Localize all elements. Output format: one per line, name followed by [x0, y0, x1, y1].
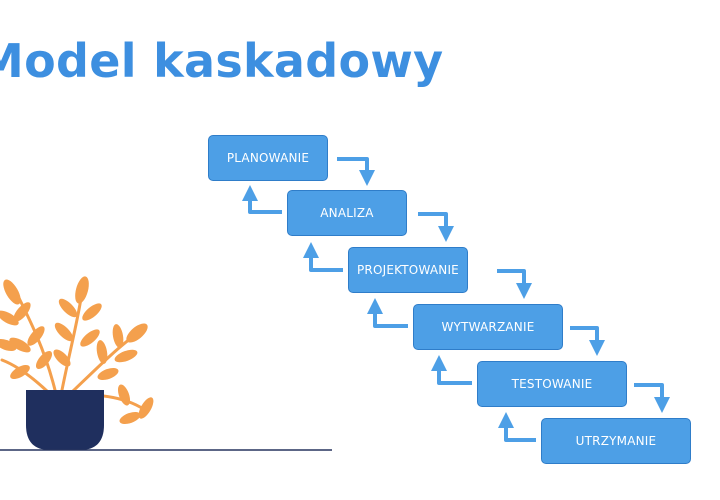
- arrow-down-2: [418, 212, 454, 242]
- arrow-up-4: [431, 355, 472, 385]
- step-wytwarzanie: WYTWARZANIE: [413, 304, 563, 350]
- arrow-down-1: [337, 157, 375, 186]
- step-projektowanie: PROJEKTOWANIE: [348, 247, 468, 293]
- step-analiza: ANALIZA: [287, 190, 407, 236]
- plant-leaves: [0, 276, 154, 425]
- arrow-up-5: [498, 412, 536, 442]
- arrow-down-3: [497, 269, 532, 299]
- arrow-up-1: [242, 185, 282, 214]
- arrow-down-4: [570, 326, 605, 356]
- arrow-up-2: [303, 242, 343, 272]
- step-planowanie: PLANOWANIE: [208, 135, 328, 181]
- arrow-up-3: [367, 298, 408, 328]
- plant-pot: [26, 390, 104, 450]
- arrow-down-5: [634, 383, 670, 413]
- page-title: Model kaskadowy: [0, 34, 444, 88]
- step-testowanie: TESTOWANIE: [477, 361, 627, 407]
- step-utrzymanie: UTRZYMANIE: [541, 418, 691, 464]
